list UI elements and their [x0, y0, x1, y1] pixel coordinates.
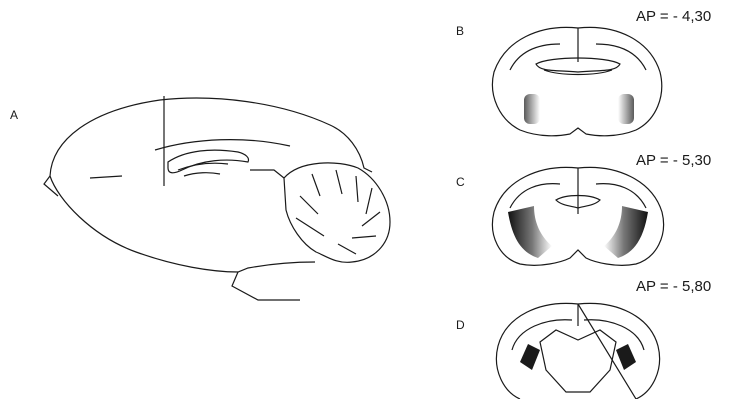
sagittal-brain-diagram: [44, 96, 390, 300]
sagittal-brainstem-outline: [232, 272, 300, 300]
coronal-section-b: [492, 27, 661, 135]
stain-right-c: [604, 206, 648, 258]
sagittal-ventral-outline: [50, 176, 315, 272]
coronal-outline-b: [492, 27, 661, 135]
stain-right-d: [616, 344, 636, 370]
cerebellum-folia: [296, 170, 380, 254]
stain-right-b: [618, 94, 634, 124]
ventral-structure-d: [540, 330, 616, 392]
corpus-callosum-line: [155, 140, 290, 150]
ventricle-line: [90, 170, 284, 178]
sagittal-cortex-outline: [50, 98, 372, 176]
coronal-section-c: [492, 167, 663, 265]
hippocampus-inner: [178, 163, 228, 176]
cerebellum-outline: [284, 163, 390, 262]
stain-left-b: [524, 94, 540, 124]
coronal-section-d: [496, 303, 659, 399]
stain-left-c: [508, 206, 552, 258]
stain-left-d: [520, 344, 540, 370]
